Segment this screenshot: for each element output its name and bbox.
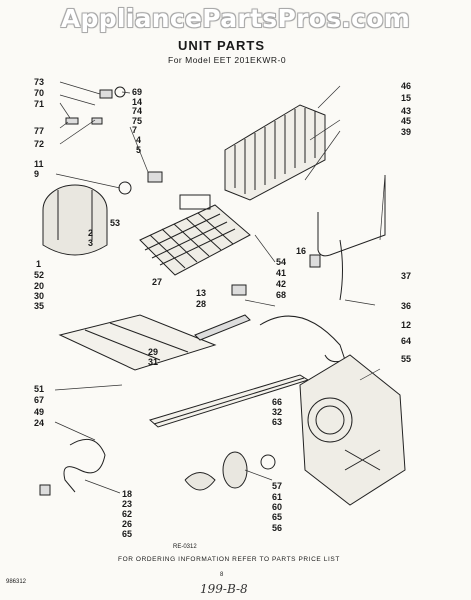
callout-label: 15 (401, 93, 412, 103)
callout-label: 11 (34, 159, 44, 169)
diagram-title: UNIT PARTS (178, 38, 266, 53)
condenser-coil (224, 104, 326, 201)
callout-label: 5 (136, 145, 142, 155)
callout-label: 16 (296, 246, 307, 256)
callout-label: 2 (88, 228, 94, 238)
callout-label: 37 (401, 271, 412, 281)
callout-label: 54 (276, 257, 287, 267)
compressor (42, 184, 108, 256)
callout-label: 7 (132, 125, 138, 135)
model-subtitle: For Model EET 201EKWR-0 (168, 55, 287, 65)
callout-label: 18 (122, 489, 133, 499)
callout-label: 9 (34, 169, 40, 179)
callout-label: 32 (272, 407, 283, 417)
callout-label: 51 (34, 384, 45, 394)
callout-label: 41 (276, 268, 287, 278)
wiring-harness (63, 438, 106, 493)
callout-label: 30 (34, 291, 45, 301)
callout-label: 29 (148, 347, 159, 357)
callout-label: 45 (401, 116, 412, 126)
callout-label: 27 (152, 277, 163, 287)
handwritten-note: 199-B-8 (200, 582, 248, 596)
callout-label: 73 (34, 77, 45, 87)
callout-label: 68 (276, 290, 287, 300)
callout-label: 66 (272, 397, 283, 407)
callout-label: 71 (34, 99, 45, 109)
ordering-footer: FOR ORDERING INFORMATION REFER TO PARTS … (118, 556, 340, 563)
callout-label: 65 (122, 529, 133, 539)
callout-label: 74 (132, 106, 143, 116)
callout-label: 69 (132, 87, 143, 97)
callout-label: 3 (88, 238, 94, 248)
callout-label: 56 (272, 523, 283, 533)
callout-label: 62 (122, 509, 133, 519)
callout-label: 67 (34, 395, 45, 405)
callout-label: 49 (34, 407, 45, 417)
suction-line-36 (259, 315, 346, 363)
page-number: 8 (220, 572, 224, 578)
callout-label: 57 (272, 481, 283, 491)
callout-label: 63 (272, 417, 283, 427)
callout-label: 53 (110, 218, 121, 228)
callout-label: 1 (36, 259, 42, 269)
document-code: 986312 (6, 579, 27, 585)
callout-label: 28 (196, 299, 207, 309)
evaporator-coil (139, 194, 251, 276)
tubing-37 (317, 175, 386, 257)
base-plate (58, 314, 217, 371)
callout-label: 55 (401, 354, 412, 364)
callout-label: 70 (34, 88, 45, 98)
callout-label: 20 (34, 281, 45, 291)
reference-code: RE-0312 (173, 544, 197, 550)
callout-label: 46 (401, 81, 412, 91)
callout-label: 23 (122, 499, 133, 509)
channel-rail (148, 374, 310, 428)
callout-label: 36 (401, 301, 412, 311)
callout-label: 14 (132, 97, 143, 107)
callout-label: 65 (272, 512, 283, 522)
callout-label: 61 (272, 492, 283, 502)
callout-label: 26 (122, 519, 133, 529)
callout-label: 77 (34, 126, 45, 136)
callout-label: 64 (401, 336, 412, 346)
callout-label: 75 (132, 116, 143, 126)
callout-label: 39 (401, 127, 412, 137)
callout-label: 35 (34, 301, 45, 311)
callout-label: 31 (148, 357, 159, 367)
callout-label: 42 (276, 279, 287, 289)
callout-label: 60 (272, 502, 283, 512)
small-parts (65, 86, 321, 341)
fan-shroud (299, 354, 406, 506)
watermark: AppliancePartsPros.com (60, 4, 411, 33)
callout-label: 4 (136, 135, 142, 145)
callout-label: 43 (401, 106, 412, 116)
callout-label: 13 (196, 288, 207, 298)
callout-label: 24 (34, 418, 45, 428)
callout-label: 12 (401, 320, 412, 330)
callout-label: 72 (34, 139, 45, 149)
fan-motor (184, 451, 276, 491)
callout-label: 52 (34, 270, 45, 280)
